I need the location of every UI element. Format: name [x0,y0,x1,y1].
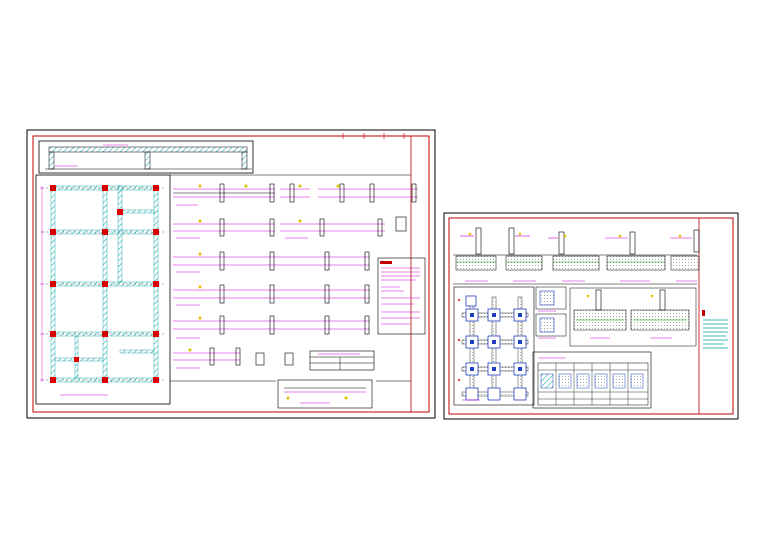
section-elevation [38,140,254,174]
sheet-1-inner-frame [32,135,430,413]
beam-row-3 [173,256,370,273]
sheet-2-inner-frame [448,217,734,415]
beam-row-6 [173,352,240,369]
plan-dimension-left [40,186,44,382]
plan-grid-lines [42,187,165,381]
footing-columns [475,227,700,255]
beam-row-5 [173,320,370,339]
sheet-1-title-block-ticks [342,133,405,139]
foundation-plan [453,286,535,406]
wall-footing-sections [569,287,697,347]
sheet-1-dividers [170,174,411,382]
beam-supports [209,183,417,366]
notes-panel [377,257,426,335]
footing-blocks [455,255,700,271]
beam-cross-sections [255,216,407,366]
beam-elevations [173,183,418,369]
sheet-1 [26,129,436,419]
sheet-2 [443,212,739,420]
beam-markers [188,184,340,352]
floor-plan [35,174,171,405]
sheet-2-notes [702,310,728,349]
footing-details [535,286,567,339]
bottom-detail-strip [277,379,373,409]
beam-row-4 [173,289,370,306]
footing-sections [453,227,700,282]
legend-table [309,350,375,371]
footing-schedule [532,351,652,409]
